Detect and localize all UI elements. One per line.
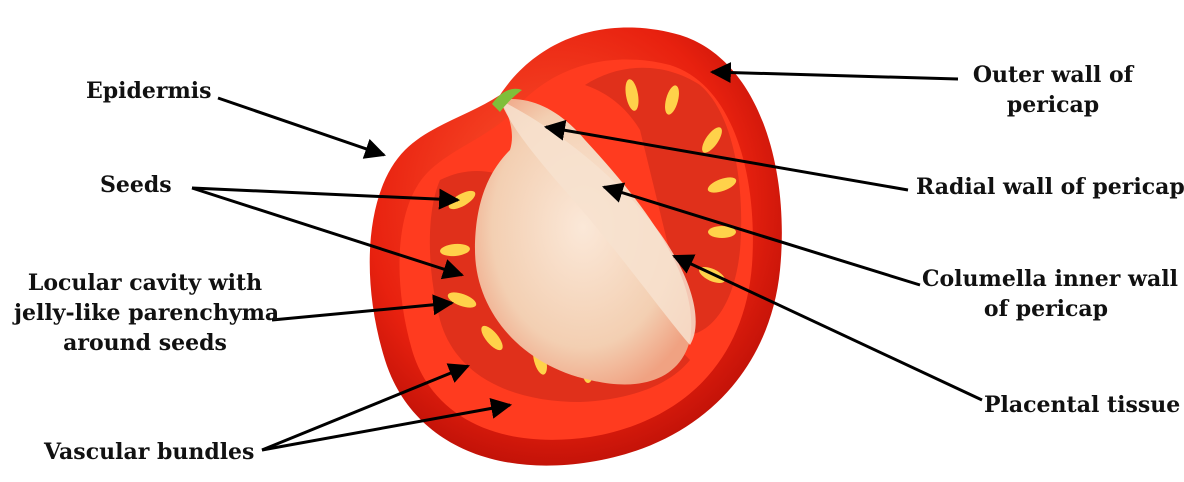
label-vascular-bundles: Vascular bundles bbox=[44, 437, 254, 467]
label-outer-wall: Outer wall of pericap bbox=[958, 60, 1148, 120]
label-seeds: Seeds bbox=[100, 170, 172, 200]
label-radial-wall: Radial wall of pericap bbox=[916, 172, 1184, 202]
label-placental-tissue: Placental tissue bbox=[984, 390, 1180, 420]
arrow-epidermis bbox=[218, 98, 384, 155]
arrow-outer-wall bbox=[712, 72, 958, 79]
label-epidermis: Epidermis bbox=[86, 76, 212, 106]
label-columella: Columella inner wall of pericap bbox=[922, 264, 1170, 324]
label-locular-cavity: Locular cavity with jelly-like parenchym… bbox=[14, 268, 276, 358]
